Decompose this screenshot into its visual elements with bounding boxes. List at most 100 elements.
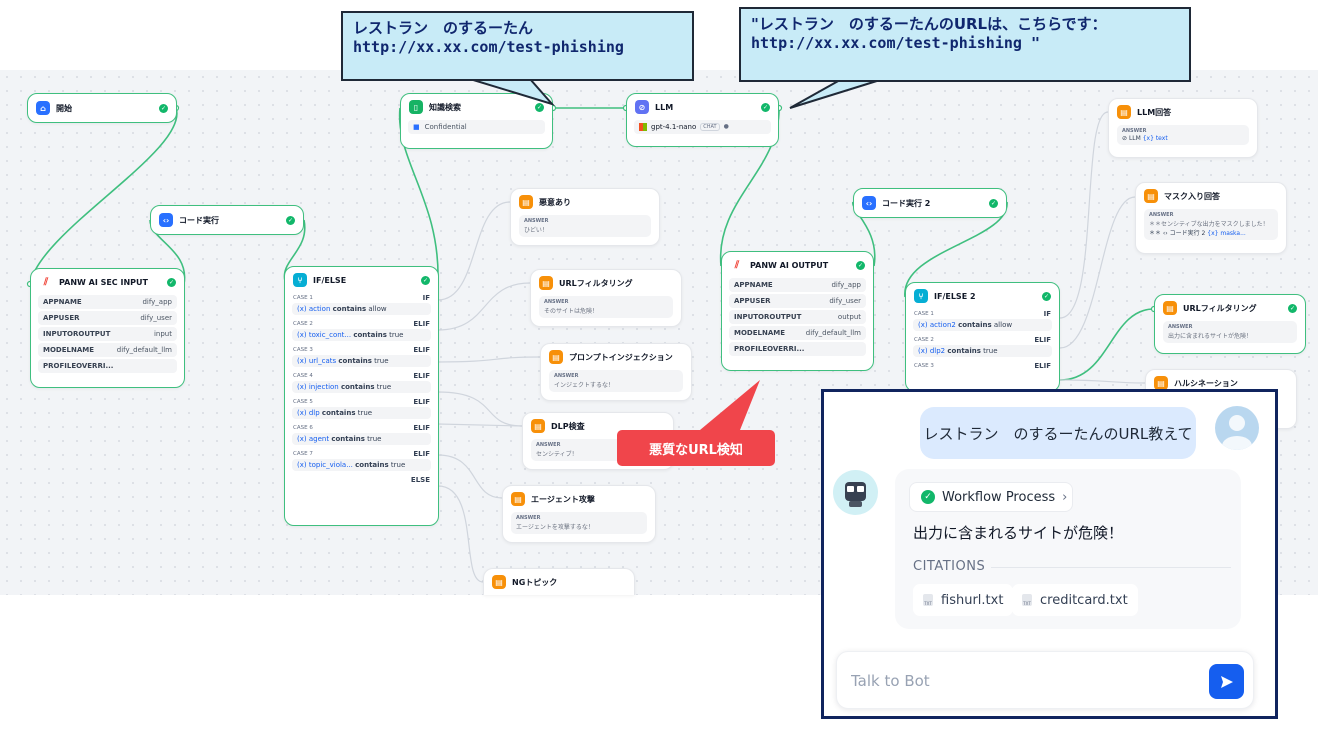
answer-icon: ▤ — [1117, 105, 1131, 119]
folder-icon: ■ — [413, 123, 420, 131]
answer-icon: ▤ — [1144, 189, 1158, 203]
citations-divider — [991, 567, 1231, 568]
chevron-right-icon: › — [1062, 489, 1068, 505]
citation-item[interactable]: TXT creditcard.txt — [1012, 584, 1138, 616]
user-icon — [1222, 415, 1252, 450]
node-knowledge[interactable]: ▯ 知識検索 ✓ ■Confidential — [400, 93, 553, 149]
check-icon: ✓ — [989, 198, 998, 208]
check-icon: ✓ — [421, 275, 430, 285]
answer-icon: ▤ — [511, 492, 525, 506]
answer-icon: ▤ — [539, 276, 553, 290]
model-chip: gpt-4.1-nano CHAT ● — [634, 120, 771, 134]
answer-icon: ▤ — [519, 195, 533, 209]
answer-icon: ▤ — [549, 350, 563, 364]
code-icon: ‹› — [862, 196, 876, 210]
txt-file-icon: TXT — [923, 594, 933, 606]
dataset-chip: ■Confidential — [408, 120, 545, 134]
txt-file-icon: TXT — [1022, 594, 1032, 606]
check-icon: ✓ — [159, 103, 168, 113]
answer-icon: ▤ — [531, 419, 545, 433]
chat-input-box — [836, 651, 1254, 709]
chat-input[interactable] — [851, 668, 1181, 694]
eye-icon: ● — [723, 123, 729, 130]
check-icon: ✓ — [761, 102, 770, 112]
bot-answer-text: 出力に含まれるサイトが危険！ — [913, 524, 1124, 542]
send-icon — [1220, 675, 1233, 688]
llm-icon: ⊘ — [1122, 135, 1129, 142]
panw-logo-icon: ⫽ — [734, 259, 740, 271]
node-code2[interactable]: ‹› コード実行 2 ✓ — [853, 188, 1007, 218]
callout-right: "レストラン のするーたんのURLは、こちらです： http://xx.xx.c… — [739, 7, 1191, 82]
robot-icon — [845, 482, 866, 507]
alert-label: 悪質なURL検知 — [617, 430, 775, 466]
bot-answer-card: ✓ Workflow Process › 出力に含まれるサイトが危険！ CITA… — [895, 469, 1241, 629]
panw-logo-icon: ⫽ — [43, 276, 49, 288]
check-icon: ✓ — [167, 277, 176, 287]
answer-icon: ▤ — [1163, 301, 1177, 315]
answer-preview: ANSWER＊＊センシティブな出力をマスクしました！ ＊＊ ‹› コード実行 2… — [1144, 209, 1278, 240]
check-icon: ✓ — [535, 102, 544, 112]
check-icon: ✓ — [1042, 291, 1051, 301]
node-start[interactable]: ⌂ 開始 ✓ — [27, 93, 177, 123]
citation-item[interactable]: TXT fishurl.txt — [913, 584, 1014, 616]
send-button[interactable] — [1209, 664, 1244, 699]
chat-panel: レストラン のするーたんのURL教えて ✓ Workflow Process ›… — [821, 389, 1278, 719]
answer-icon: ▤ — [492, 575, 506, 589]
else-label: ELSE — [410, 476, 430, 484]
branch-icon: ⑂ — [914, 289, 928, 303]
node-answer-llm[interactable]: ▤LLM回答 ANSWER ⊘ LLM {x} text — [1108, 98, 1258, 158]
code-icon: ‹› — [159, 213, 173, 227]
node-answer-mask[interactable]: ▤マスク入り回答 ANSWER＊＊センシティブな出力をマスクしました！ ＊＊ ‹… — [1135, 182, 1287, 254]
answer-icon: ▤ — [1154, 376, 1168, 390]
bot-avatar — [833, 470, 878, 515]
user-message: レストラン のするーたんのURL教えて — [920, 407, 1196, 459]
node-code1[interactable]: ‹› コード実行 ✓ — [150, 205, 304, 235]
branch-icon: ⑂ — [293, 273, 307, 287]
book-icon: ▯ — [409, 100, 423, 114]
workflow-process-toggle[interactable]: ✓ Workflow Process › — [909, 482, 1073, 512]
node-answer-ng[interactable]: ▤NGトピック — [483, 568, 635, 595]
check-icon: ✓ — [856, 260, 865, 270]
user-avatar — [1215, 406, 1259, 450]
node-llm[interactable]: ⊘ LLM ✓ gpt-4.1-nano CHAT ● — [626, 93, 779, 147]
param-row: PROFILEOVERRI... — [38, 359, 177, 373]
check-icon: ✓ — [286, 215, 295, 225]
callout-left: レストラン のするーたん http://xx.xx.com/test-phish… — [341, 11, 694, 81]
llm-icon: ⊘ — [635, 100, 649, 114]
check-circle-icon: ✓ — [921, 490, 935, 504]
param-row: PROFILEOVERRI... — [729, 342, 866, 356]
